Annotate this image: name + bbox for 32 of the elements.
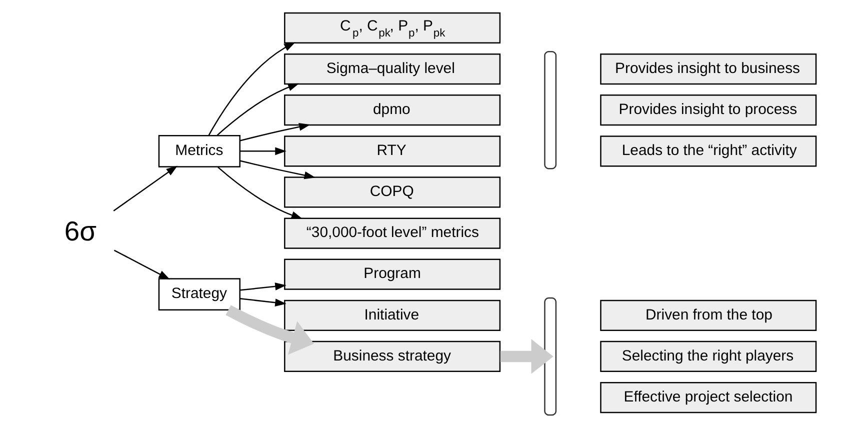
node-box: Initiative bbox=[284, 300, 500, 331]
node-box: Provides insight to process bbox=[600, 94, 816, 126]
node-box: Metrics bbox=[158, 134, 240, 168]
arrow bbox=[216, 83, 299, 136]
arrow bbox=[240, 147, 286, 156]
arrow bbox=[240, 298, 286, 306]
node-box: RTY bbox=[284, 136, 500, 167]
node-box: Leads to the “right” activity bbox=[600, 136, 816, 167]
node-box: COPQ bbox=[284, 176, 500, 208]
arrow bbox=[500, 339, 553, 374]
arrow bbox=[113, 250, 170, 280]
node-box: Driven from the top bbox=[600, 300, 816, 331]
node-box: “30,000-foot level” metrics bbox=[284, 218, 500, 249]
arrow bbox=[208, 42, 295, 136]
node-box: Effective project selection bbox=[600, 382, 816, 414]
node-box: Selecting the right players bbox=[600, 340, 816, 372]
arrow bbox=[240, 282, 286, 291]
node-text: 6σ bbox=[64, 215, 96, 246]
node-brace bbox=[544, 50, 556, 170]
arrow bbox=[240, 123, 310, 142]
arrow bbox=[217, 166, 302, 219]
node-box: C$_{p}$, C$_{pk}$, P$_{p}$, P$_{pk}$ bbox=[284, 12, 500, 44]
node-box: dpmo bbox=[284, 94, 500, 126]
node-box: Sigma–quality level bbox=[284, 53, 500, 85]
arrow bbox=[239, 160, 316, 180]
node-box: Program bbox=[284, 258, 500, 290]
node-brace bbox=[544, 297, 556, 416]
node-box: Business strategy bbox=[284, 340, 500, 372]
arrow bbox=[112, 166, 178, 212]
node-box: Strategy bbox=[158, 278, 240, 310]
node-box: Provides insight to business bbox=[600, 53, 816, 85]
arrow bbox=[225, 305, 314, 355]
